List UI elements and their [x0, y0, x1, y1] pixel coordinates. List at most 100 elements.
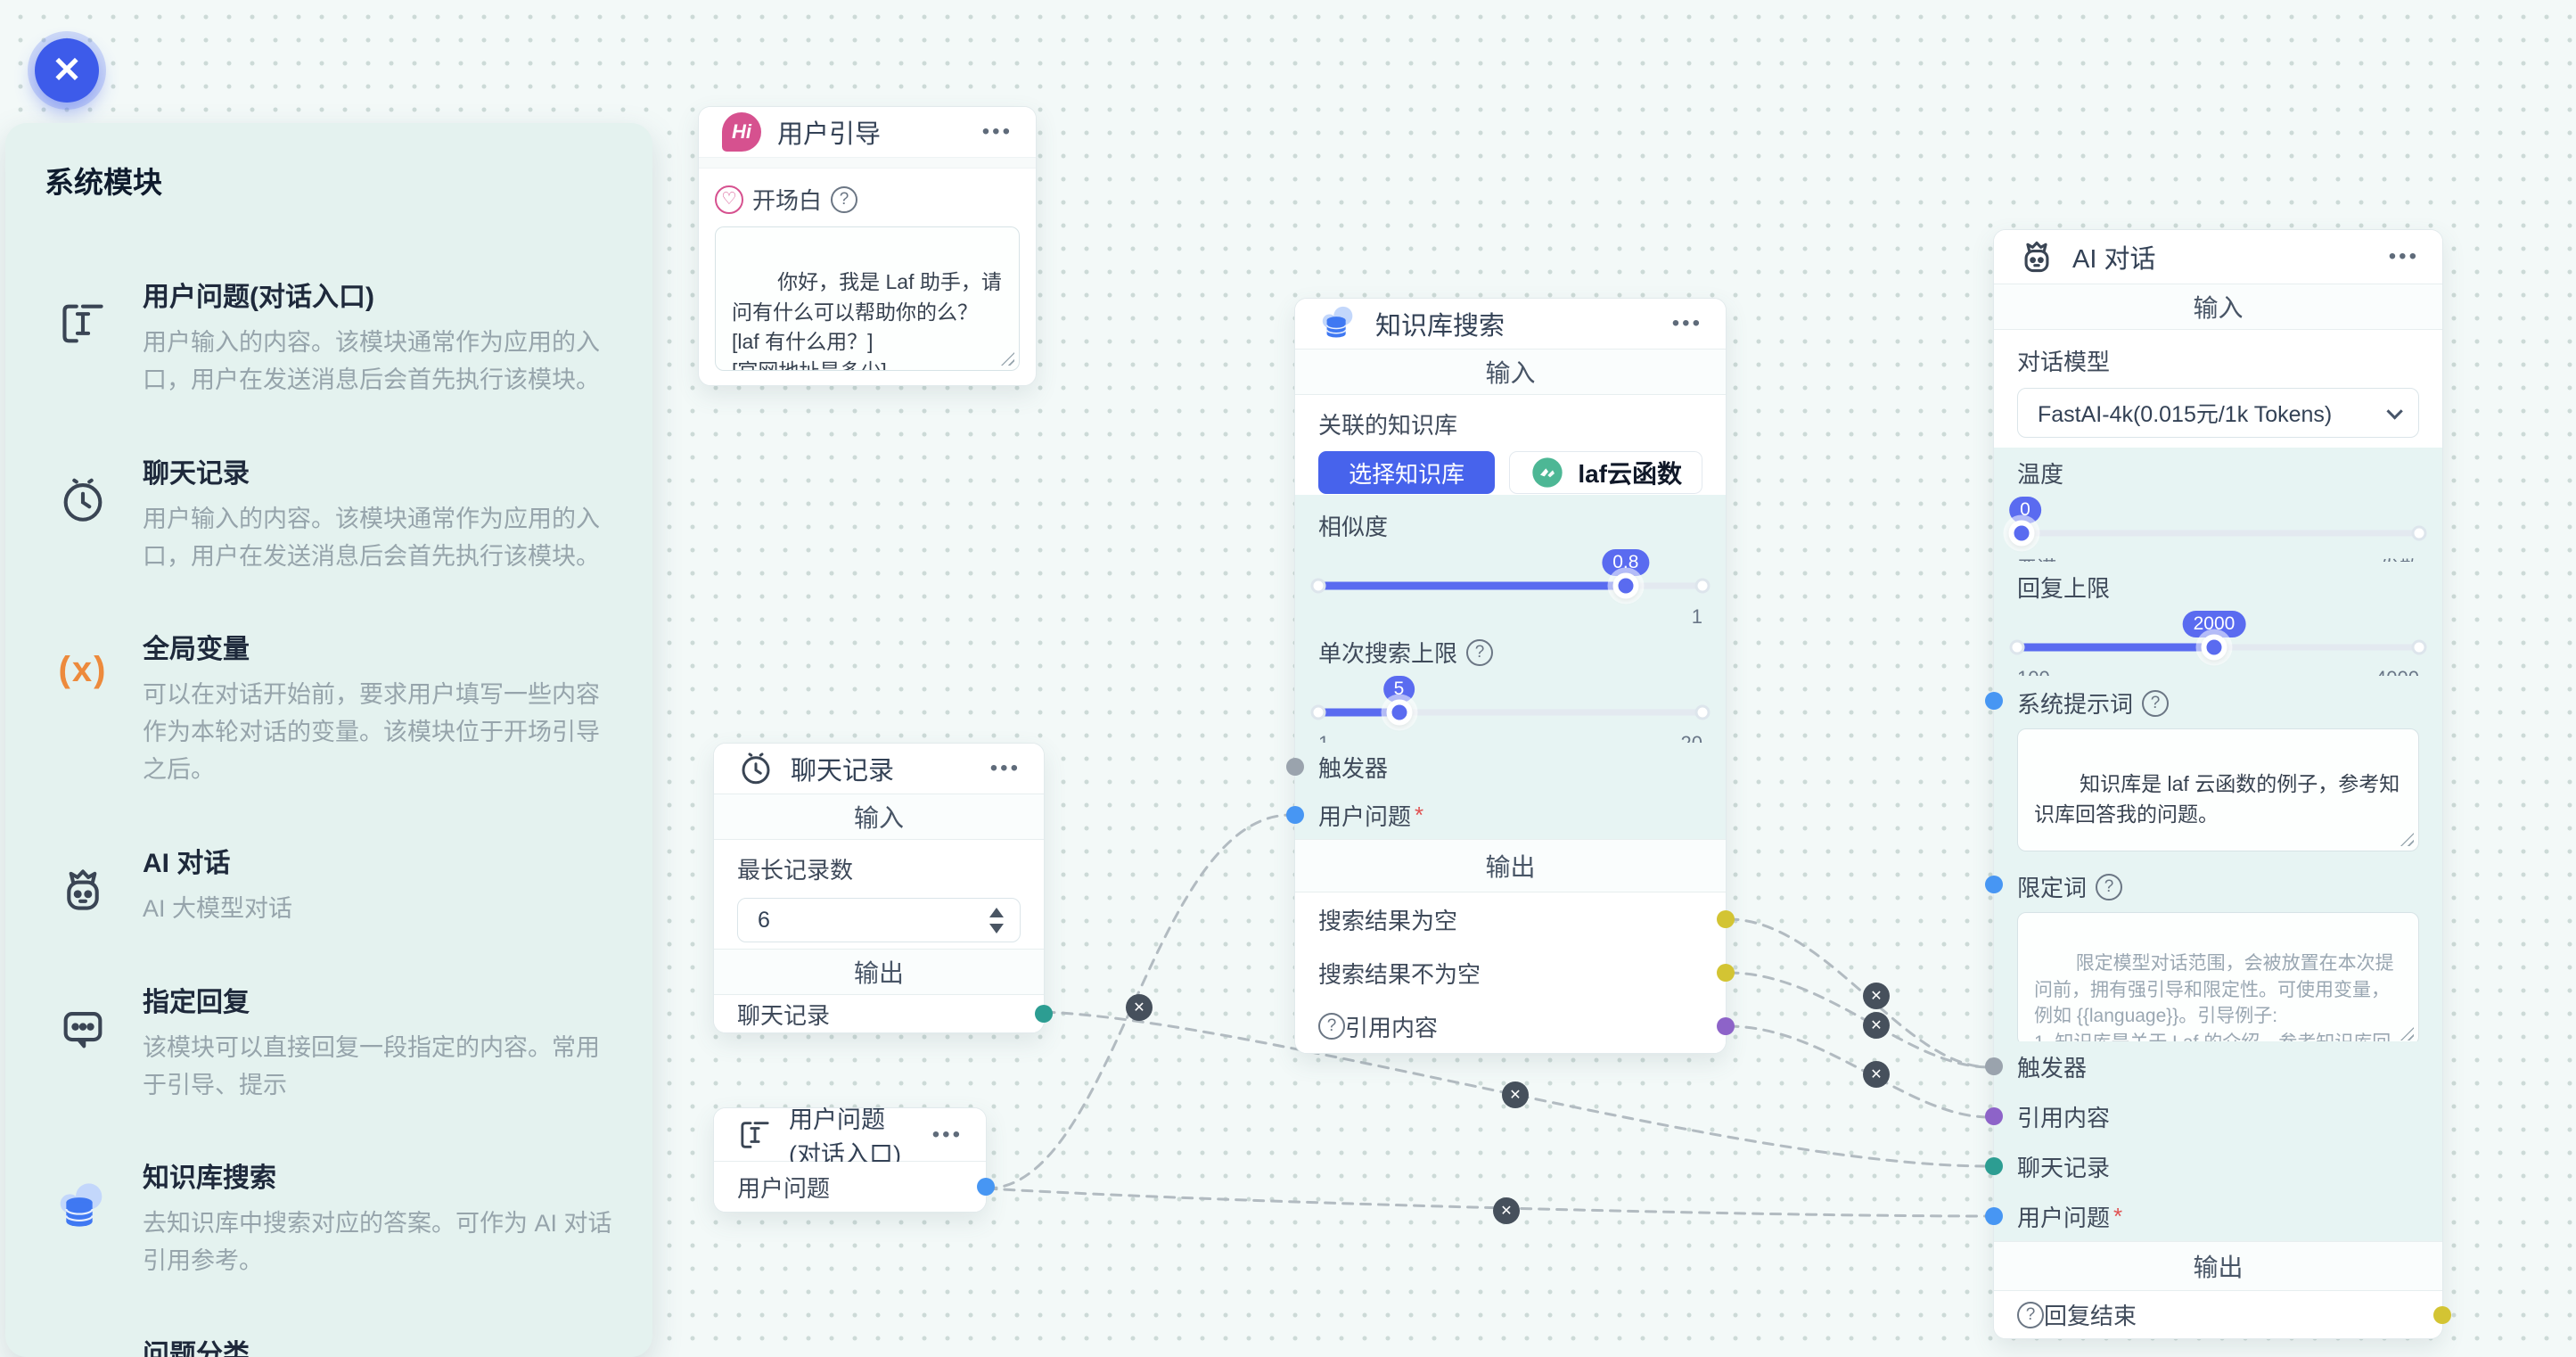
kb-output-notempty-row: 搜索结果不为空: [1295, 946, 1735, 999]
port-ai-history-input[interactable]: [1985, 1157, 2003, 1175]
edge-delete-icon[interactable]: ✕: [1863, 983, 1890, 1009]
laf-icon: [1532, 457, 1563, 488]
more-menu-icon[interactable]: •••: [1671, 311, 1702, 335]
userq-output-label: 用户问题: [737, 1174, 831, 1202]
port-ai-quote-input[interactable]: [1985, 1107, 2003, 1125]
port-trigger-input[interactable]: [1286, 758, 1304, 776]
port-quote-output[interactable]: [1717, 1017, 1735, 1035]
output-notempty-label: 搜索结果不为空: [1318, 960, 1481, 988]
sidebar-item-question-classify[interactable]: 问题分类 可以判断用户问题属于哪方面问题，从而执行不同的操作。: [45, 1332, 613, 1357]
temperature-value-badge: 0: [2009, 497, 2041, 523]
port-limit-prompt-input[interactable]: [1985, 876, 2003, 893]
welcome-text: 你好，我是 Laf 助手，请问有什么可以帮助你的么？ [laf 有什么用？] […: [732, 270, 1002, 370]
sidebar-item-desc: 用户输入的内容。该模块通常作为应用的入口，用户在发送消息后会首先执行该模块。: [143, 505, 600, 570]
resize-handle-icon[interactable]: [1001, 352, 1014, 366]
help-icon[interactable]: ?: [1466, 638, 1494, 666]
select-kb-button[interactable]: 选择知识库: [1318, 451, 1496, 494]
stepper-up-icon[interactable]: [989, 907, 1004, 917]
more-menu-icon[interactable]: •••: [2388, 244, 2419, 268]
node-ai-chat[interactable]: AI 对话 ••• 输入 对话模型 FastAI-4k(0.015元/1k To…: [1985, 229, 2451, 1339]
port-ai-trigger-input[interactable]: [1985, 1057, 2003, 1075]
clock-icon: [742, 753, 770, 785]
node-header[interactable]: 知识库搜索 •••: [1295, 299, 1726, 349]
node-header[interactable]: 聊天记录 •••: [714, 744, 1044, 794]
node-kb-search[interactable]: 知识库搜索 ••• 输入 关联的知识库 选择知识库 laf云函数 相似度: [1286, 298, 1735, 1054]
output-section-header: 输出: [1295, 839, 1726, 892]
sidebar-item-title: 问题分类: [143, 1340, 250, 1357]
sidebar-item-global-variable[interactable]: (x) 全局变量 可以在对话开始前，要求用户填写一些内容作为本轮对话的变量。该模…: [45, 627, 613, 789]
ai-quote-label: 引用内容: [2017, 1104, 2111, 1131]
temperature-slider-thumb[interactable]: [2008, 520, 2034, 547]
more-menu-icon[interactable]: •••: [981, 119, 1013, 144]
help-icon[interactable]: ?: [2017, 1301, 2044, 1328]
search-limit-slider[interactable]: 5: [1310, 676, 1710, 726]
help-icon[interactable]: ?: [2142, 689, 2170, 717]
ai-trigger-label: 触发器: [2017, 1054, 2088, 1081]
chevron-down-icon: [2386, 402, 2403, 420]
node-user-guide[interactable]: Hi 用户引导 ••• ♡ 开场白 ? 你好，我是 Laf 助手，请问有什么可以…: [698, 106, 1037, 386]
model-select[interactable]: FastAI-4k(0.015元/1k Tokens): [2017, 388, 2419, 438]
port-ai-answer-output[interactable]: [2433, 1305, 2451, 1324]
sidebar-item-ai-chat[interactable]: AI 对话 AI 大模型对话: [45, 841, 613, 928]
help-icon[interactable]: ?: [831, 185, 858, 213]
kb-dataset-tag[interactable]: laf云函数: [1509, 451, 1702, 494]
reply-limit-slider-thumb[interactable]: [2201, 634, 2227, 661]
close-panel-button[interactable]: ✕: [35, 38, 99, 103]
node-title: 聊天记录: [791, 757, 895, 785]
system-prompt-textarea[interactable]: 知识库是 laf 云函数的例子，参考知识库回答我的问题。: [2017, 728, 2419, 851]
output-quote-label: 引用内容: [1345, 1014, 1439, 1041]
bulb-icon: [45, 1332, 121, 1357]
help-icon[interactable]: ?: [2096, 873, 2123, 901]
port-ai-question-input[interactable]: [1985, 1207, 2003, 1225]
ai-output-label: 回复结束: [2044, 1303, 2137, 1329]
node-chat-history[interactable]: 聊天记录 ••• 输入 最长记录数 6 输出 聊天记录: [713, 743, 1053, 1033]
node-title: AI 对话: [2072, 245, 2156, 274]
similarity-slider[interactable]: 0.8: [1310, 549, 1710, 599]
welcome-textarea[interactable]: 你好，我是 Laf 助手，请问有什么可以帮助你的么？ [laf 有什么用？] […: [715, 226, 1020, 371]
variable-icon: (x): [58, 650, 108, 690]
port-history-output[interactable]: [1035, 1005, 1053, 1023]
sidebar-item-kb-search[interactable]: 知识库搜索 去知识库中搜索对应的答案。可作为 AI 对话引用参考。: [45, 1156, 613, 1280]
edge-delete-icon[interactable]: ✕: [1126, 994, 1153, 1021]
edge-delete-icon[interactable]: ✕: [1502, 1081, 1529, 1108]
resize-handle-icon[interactable]: [2400, 1027, 2414, 1040]
edge-delete-icon[interactable]: ✕: [1493, 1197, 1520, 1224]
resize-handle-icon[interactable]: [2400, 833, 2414, 846]
node-user-question[interactable]: 用户问题(对话入口) ••• 用户问题: [713, 1106, 995, 1213]
more-menu-icon[interactable]: •••: [931, 1122, 963, 1147]
sidebar-item-fixed-reply[interactable]: 指定回复 该模块可以直接回复一段指定的内容。常用于引导、提示: [45, 980, 613, 1105]
stepper-down-icon[interactable]: [989, 923, 1004, 933]
port-search-notempty-output[interactable]: [1717, 964, 1735, 982]
max-history-input[interactable]: 6: [737, 898, 1021, 942]
port-system-prompt-input[interactable]: [1985, 692, 2003, 710]
similarity-slider-thumb[interactable]: [1612, 572, 1639, 599]
sidebar-item-chat-history[interactable]: 聊天记录 用户输入的内容。该模块通常作为应用的入口，用户在发送消息后会首先执行该…: [45, 451, 613, 576]
edge-kb-empty-to-ai-trigger: [1727, 917, 1991, 1069]
sidebar-item-user-question[interactable]: 用户问题(对话入口) 用户输入的内容。该模块通常作为应用的入口，用户在发送消息后…: [45, 275, 613, 399]
kb-output-empty-row: 搜索结果为空: [1295, 892, 1735, 946]
guide-body: ♡ 开场白 ? 你好，我是 Laf 助手，请问有什么可以帮助你的么？ [laf …: [699, 169, 1036, 385]
system-prompt-label: 系统提示词: [2017, 691, 2134, 718]
limit-prompt-textarea[interactable]: 限定模型对话范围，会被放置在本次提问前，拥有强引导和限定性。可使用变量，例如 {…: [2017, 912, 2419, 1046]
temperature-slider[interactable]: 0: [2008, 497, 2427, 547]
port-question-input[interactable]: [1286, 806, 1304, 824]
node-header[interactable]: 用户问题(对话入口) •••: [714, 1106, 986, 1168]
edge-delete-icon[interactable]: ✕: [1863, 1012, 1890, 1039]
sidebar-item-title: 用户问题(对话入口): [143, 283, 374, 312]
more-menu-icon[interactable]: •••: [989, 756, 1021, 780]
port-userq-output[interactable]: [977, 1178, 995, 1196]
reply-limit-slider[interactable]: 2000: [2009, 611, 2427, 661]
search-limit-slider-thumb[interactable]: [1386, 699, 1412, 726]
help-icon[interactable]: ?: [1318, 1013, 1345, 1040]
hi-icon: Hi: [722, 112, 761, 152]
userq-output-row: 用户问题: [714, 1162, 995, 1212]
edge-delete-icon[interactable]: ✕: [1863, 1061, 1890, 1088]
sidebar-item-title: 指定回复: [143, 987, 250, 1017]
port-search-empty-output[interactable]: [1717, 910, 1735, 928]
temperature-section: 温度 0 严谨 发散: [1994, 448, 2442, 580]
node-header[interactable]: AI 对话 •••: [1994, 230, 2442, 284]
kb-output-quote-row: ? 引用内容: [1295, 999, 1735, 1053]
node-title: 用户引导: [777, 120, 882, 149]
node-header[interactable]: Hi 用户引导 •••: [699, 107, 1036, 157]
